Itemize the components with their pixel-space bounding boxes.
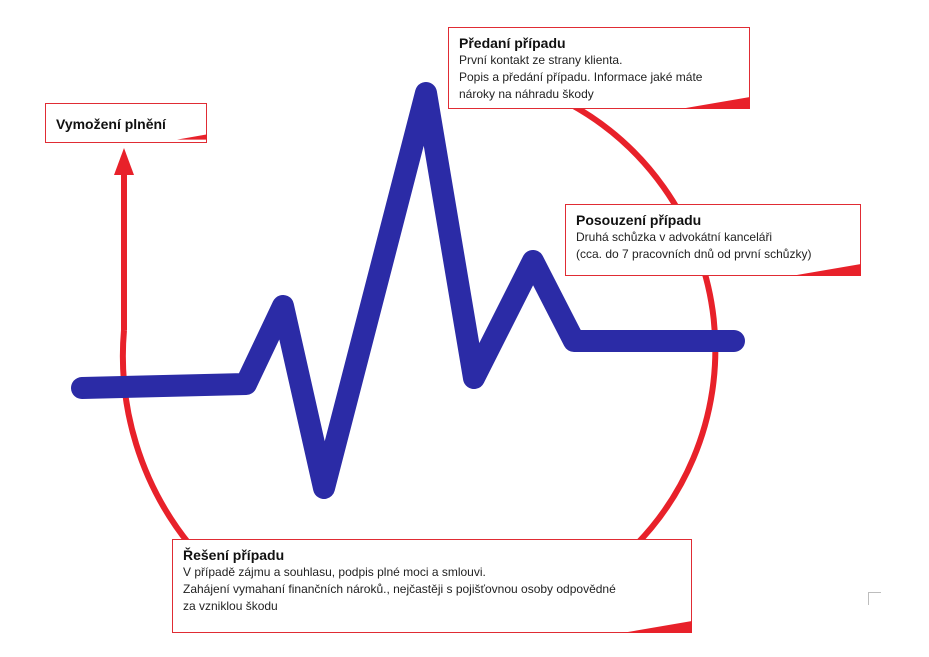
page-curl-decoration bbox=[791, 264, 861, 276]
note-text-line: První kontakt ze strany klienta. bbox=[459, 53, 623, 67]
note-case-handover: Předaní případu První kontakt ze strany … bbox=[448, 27, 750, 109]
note-text-line: Druhá schůzka v advokátní kanceláři bbox=[576, 230, 773, 244]
note-text-line: nároky na náhradu škody bbox=[459, 87, 594, 101]
page-curl-decoration bbox=[622, 621, 692, 633]
result-arrow-head bbox=[114, 148, 134, 175]
note-title: Řešení případu bbox=[183, 547, 285, 563]
corner-crop-mark bbox=[868, 592, 881, 605]
page-curl-decoration bbox=[177, 134, 207, 140]
note-text-line: (cca. do 7 pracovních dnů od první schůz… bbox=[576, 247, 812, 261]
note-title: Vymožení plnění bbox=[56, 116, 166, 132]
cycle-circle bbox=[568, 101, 719, 563]
note-text-line: za vzniklou škodu bbox=[183, 599, 278, 613]
note-claim-recovery: Vymožení plnění bbox=[45, 103, 207, 143]
note-text-line: Popis a předání případu. Informace jaké … bbox=[459, 70, 703, 84]
note-title: Předaní případu bbox=[459, 35, 566, 51]
note-text-line: Zahájení vymahaní finančních nároků., ne… bbox=[183, 582, 616, 596]
cycle-circle-lower-left bbox=[119, 329, 193, 547]
note-case-assessment: Posouzení případu Druhá schůzka v advoká… bbox=[565, 204, 861, 276]
page-curl-decoration bbox=[680, 97, 750, 109]
note-case-resolution: Řešení případu V případě zájmu a souhlas… bbox=[172, 539, 692, 633]
heartbeat-pulse-line bbox=[71, 82, 745, 499]
note-title: Posouzení případu bbox=[576, 212, 702, 228]
note-text-line: V případě zájmu a souhlasu, podpis plné … bbox=[183, 565, 486, 579]
